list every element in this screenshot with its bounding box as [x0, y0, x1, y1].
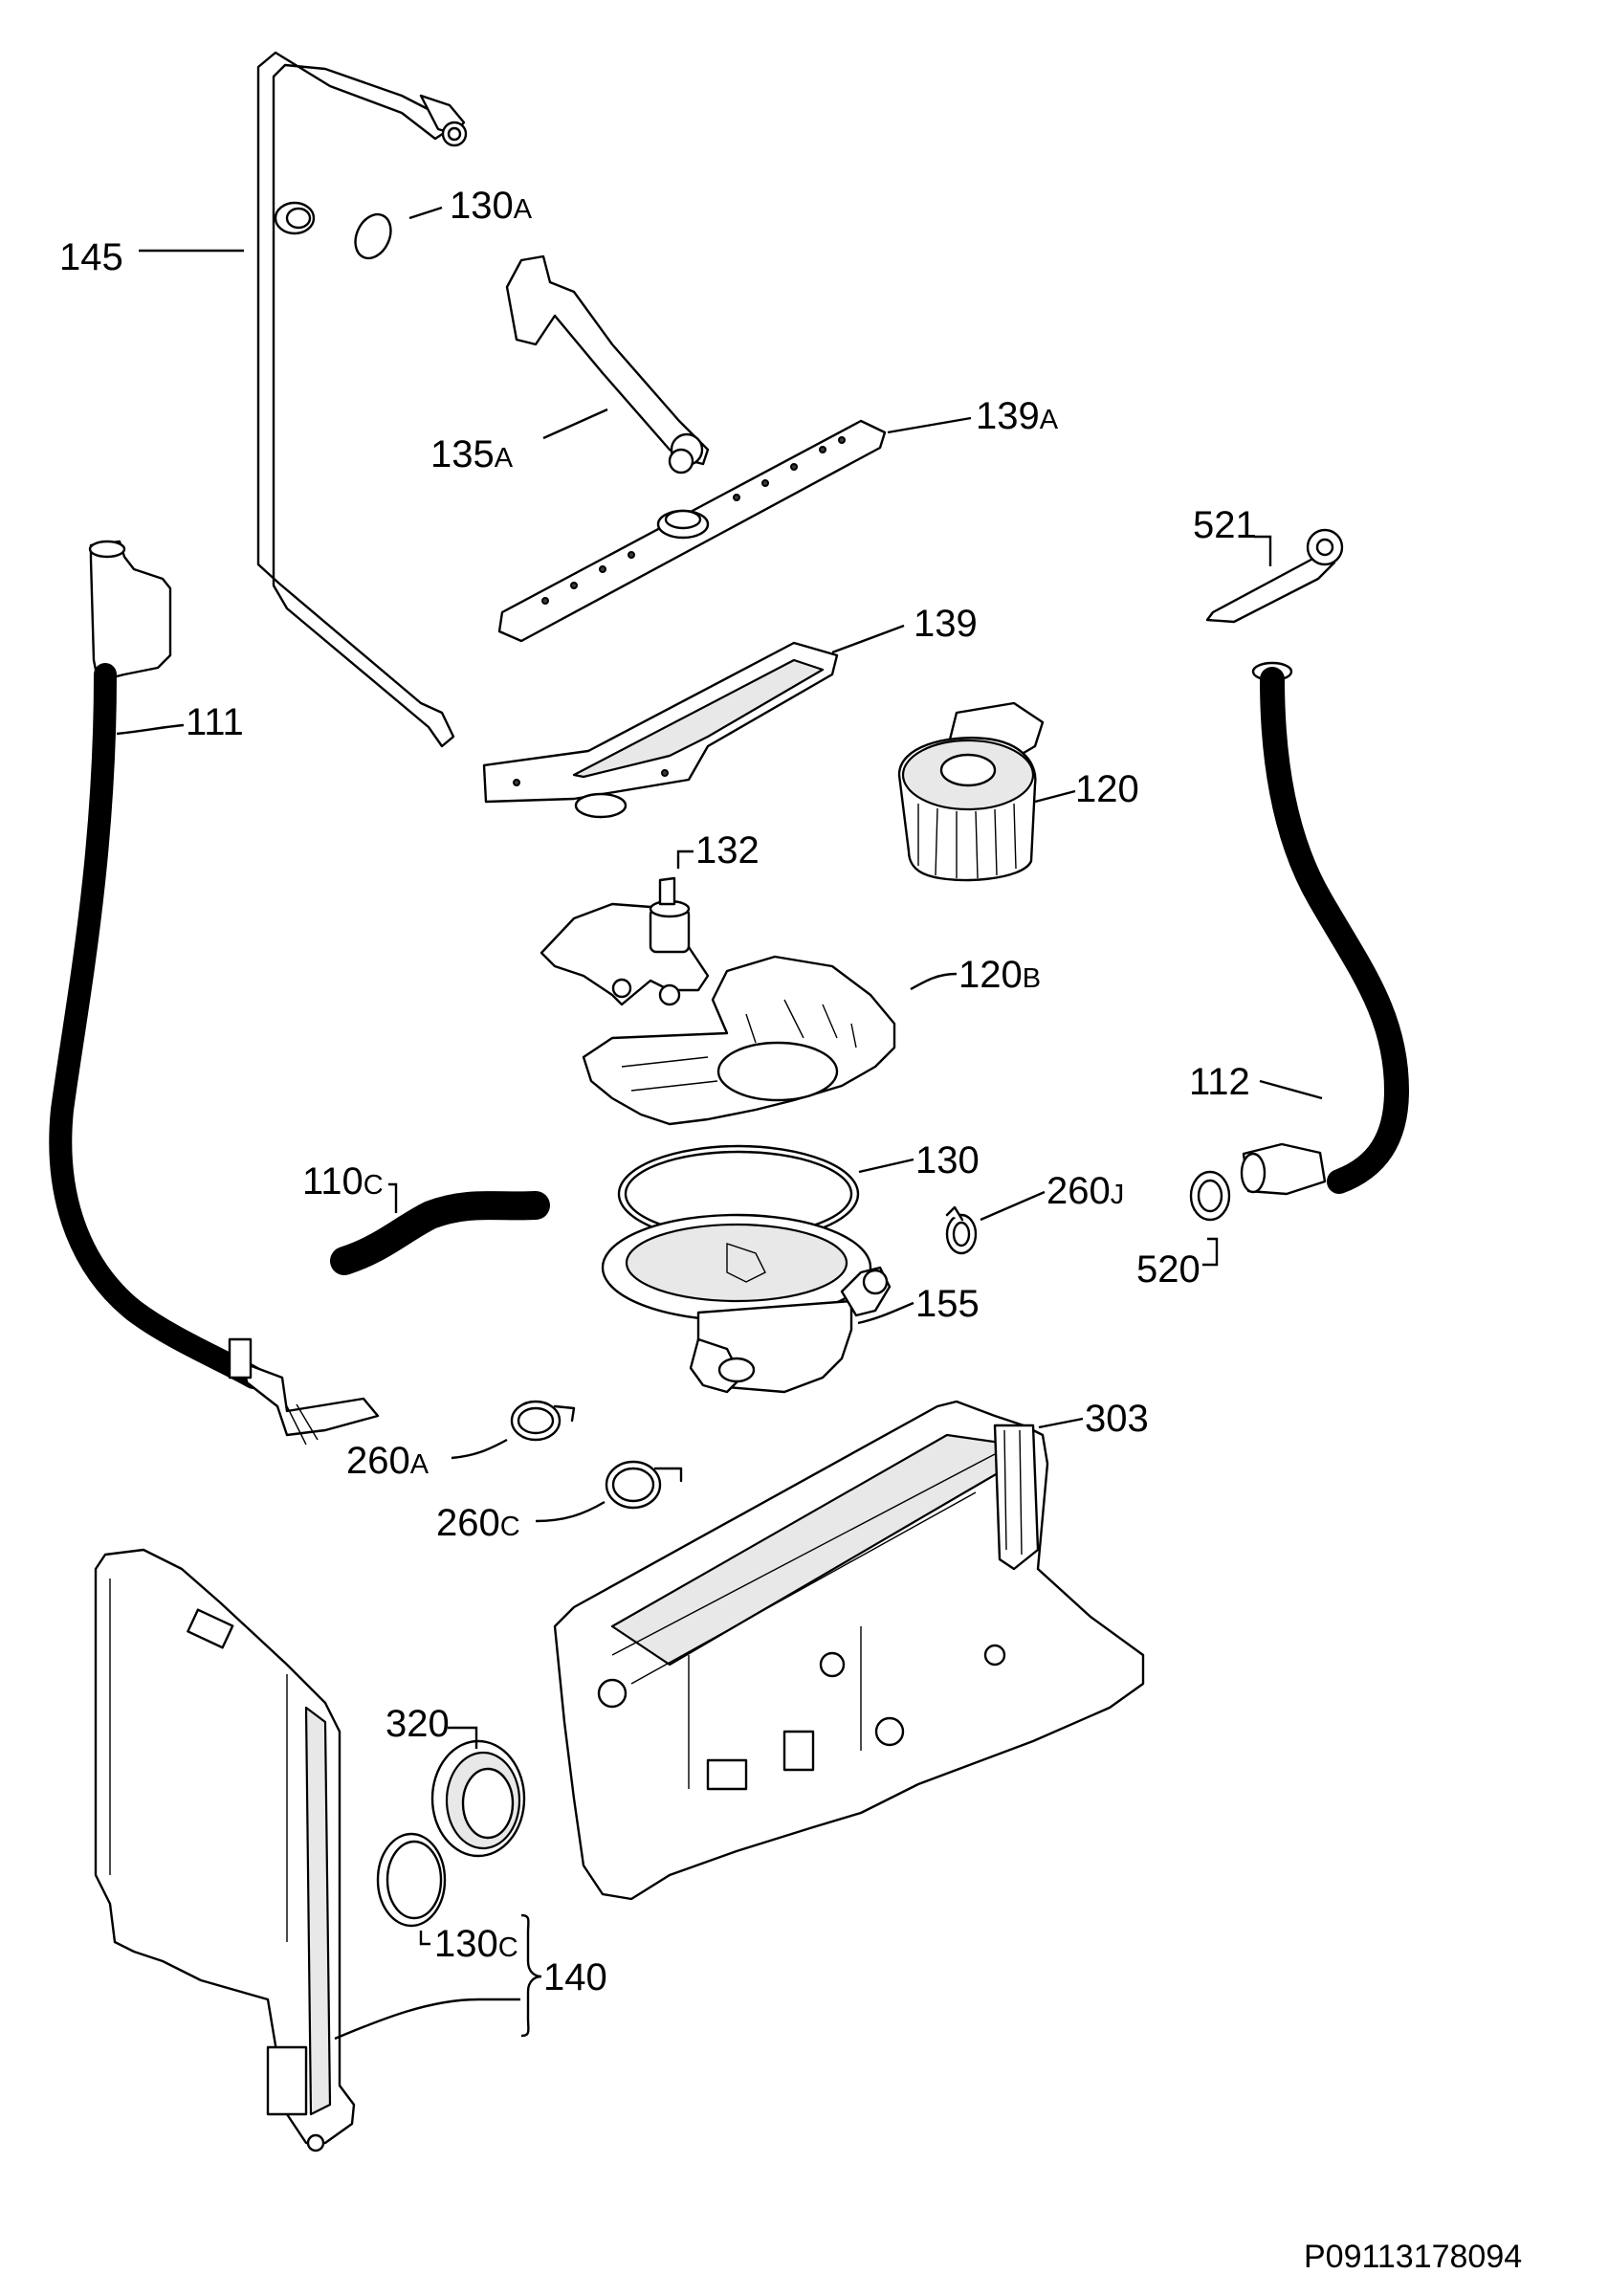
callout-110c: 110C	[302, 1160, 384, 1203]
part-320-seal	[430, 1739, 526, 1858]
callout-260a: 260A	[346, 1440, 430, 1482]
callout-155: 155	[915, 1283, 980, 1325]
callout-130a: 130A	[450, 185, 533, 227]
callout-130c: 130C	[434, 1923, 518, 1965]
callout-139a: 139A	[976, 395, 1059, 437]
part-130a-oring	[354, 212, 392, 260]
callout-112: 112	[1189, 1061, 1250, 1103]
callout-320: 320	[385, 1703, 450, 1745]
part-110c-short-hose	[330, 1191, 550, 1275]
part-139-lower-spray-arm	[482, 641, 839, 819]
callout-140: 140	[543, 1956, 607, 1998]
part-132-valve-housing	[540, 876, 710, 1006]
part-521-clip	[1205, 528, 1344, 624]
part-140-housing	[94, 1548, 356, 2152]
callout-120b: 120B	[958, 954, 1041, 996]
diagram-reference-code: P09113178094	[1304, 2239, 1522, 2275]
callout-303: 303	[1085, 1398, 1149, 1440]
callout-139: 139	[914, 603, 978, 645]
part-520-connector	[1189, 1170, 1231, 1222]
part-135a-arm	[505, 254, 710, 475]
callout-111: 111	[186, 701, 244, 743]
part-145-spray-pipe	[256, 51, 468, 748]
callout-132: 132	[695, 829, 760, 872]
callout-260c: 260C	[436, 1502, 520, 1544]
part-120b-filter-plate	[582, 955, 896, 1126]
callout-145: 145	[59, 236, 123, 278]
callout-520: 520	[1136, 1248, 1200, 1291]
callout-130: 130	[915, 1139, 980, 1181]
callout-521: 521	[1193, 504, 1257, 546]
part-155-sump	[601, 1213, 892, 1394]
callout-260j: 260J	[1046, 1170, 1124, 1212]
part-260c-clamp	[605, 1460, 683, 1510]
part-260j-clamp	[945, 1205, 978, 1255]
part-111-inlet-hose	[49, 540, 380, 1446]
part-260a-clamp	[510, 1400, 576, 1442]
part-112-drain-hose	[1240, 661, 1410, 1196]
part-303-base	[553, 1400, 1145, 1901]
callout-120: 120	[1075, 768, 1139, 810]
callout-135a: 135A	[430, 433, 514, 475]
part-120-filter	[897, 701, 1045, 882]
part-139a-upper-spray-arm	[497, 419, 887, 643]
